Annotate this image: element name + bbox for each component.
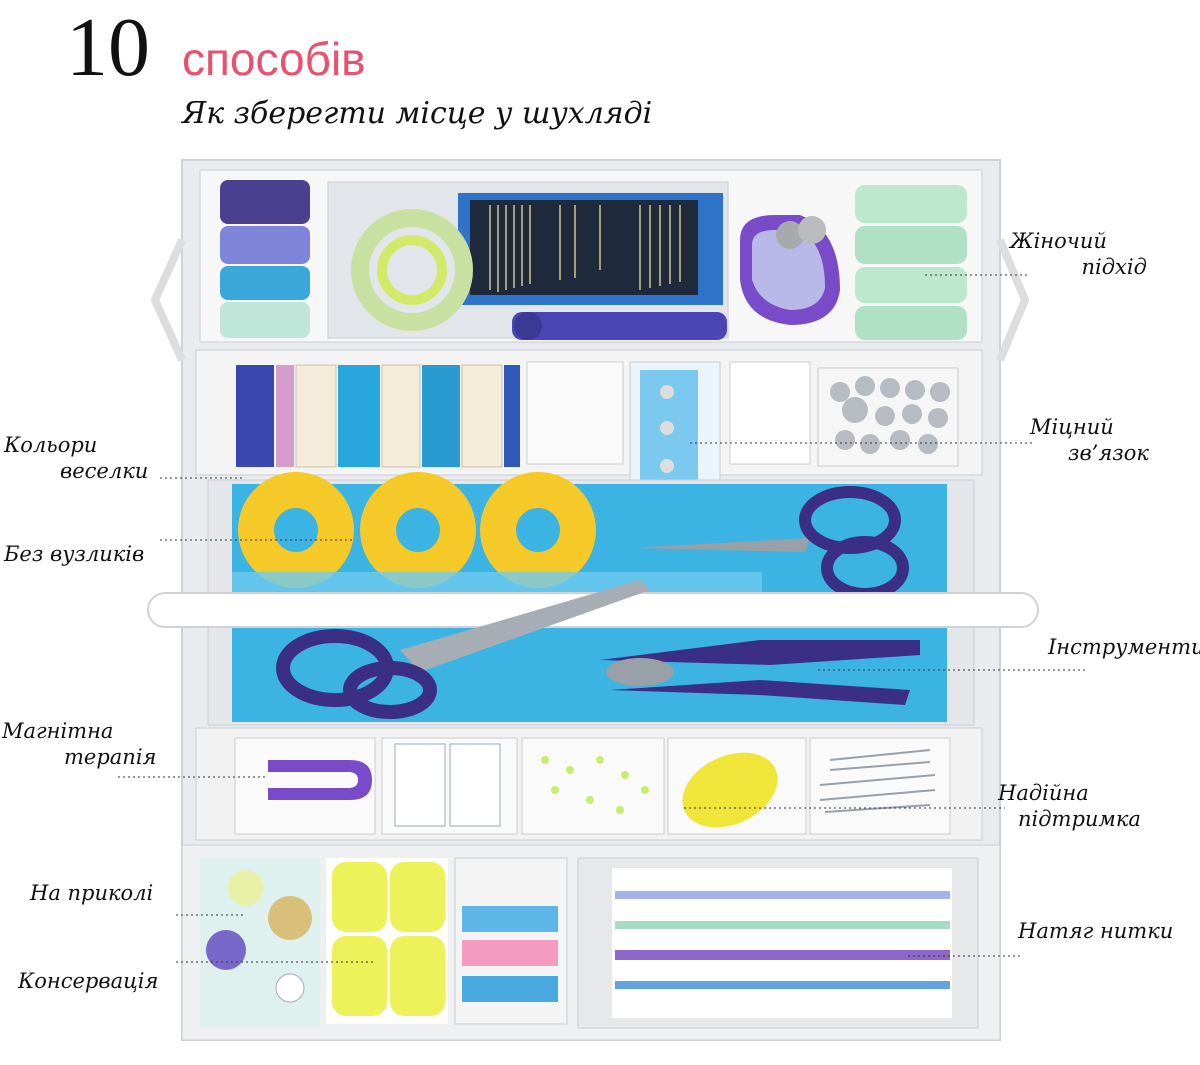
tracing-wheel <box>512 312 727 340</box>
safety-pins-box <box>809 737 951 835</box>
horseshoe-magnet <box>268 760 372 800</box>
elastic-box <box>526 361 624 465</box>
pins-box <box>521 737 665 835</box>
button-purple <box>206 930 246 970</box>
side-strut-left <box>150 238 186 362</box>
metal-buttons <box>830 376 950 454</box>
button-gold <box>268 896 312 940</box>
label-pinned: На приколі <box>30 881 154 905</box>
green-spools <box>855 185 967 340</box>
velcro-box <box>729 361 811 465</box>
snap-pliers <box>600 640 920 665</box>
side-strut-right <box>996 238 1030 362</box>
title-word: способів <box>182 33 366 85</box>
tape-measure <box>351 209 473 331</box>
label-preservation: Консервація <box>18 969 159 993</box>
leader-lines <box>118 274 1085 963</box>
thread-spools <box>220 180 310 338</box>
subtitle: Як зберегти місце у шухляді <box>182 96 653 131</box>
ribbon-cards <box>236 364 520 468</box>
label-tools: Інструменти <box>1048 635 1200 659</box>
label-no-knots: Без вузликів <box>4 542 145 566</box>
yellow-pincushion <box>682 752 778 828</box>
thread-card <box>612 868 952 1018</box>
label-tension: Натяг нитки <box>1018 919 1174 943</box>
thimble <box>776 221 804 249</box>
scissors-small <box>630 538 810 552</box>
magnet-box <box>234 737 376 835</box>
scissors-large <box>400 580 650 672</box>
yellow-bobbins <box>238 472 596 588</box>
yellow-capsules <box>332 862 445 1016</box>
button-cream <box>228 870 264 906</box>
title-number: 10 <box>66 1 150 94</box>
